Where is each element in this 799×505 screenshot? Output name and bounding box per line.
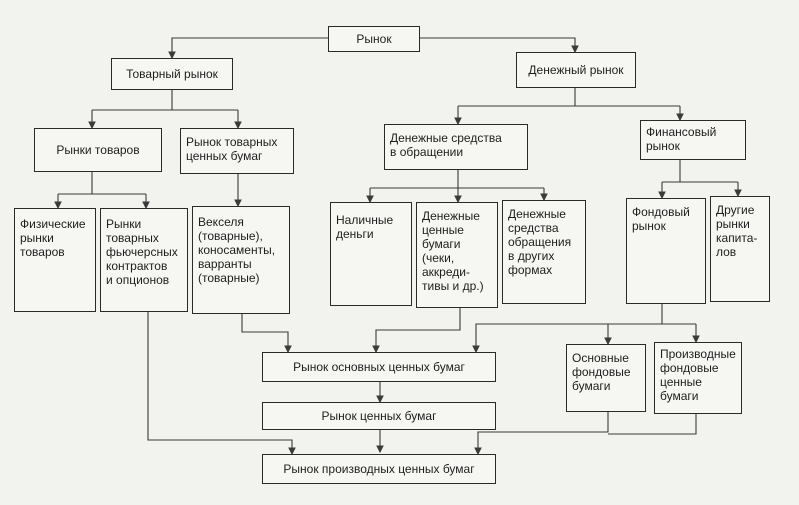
- connector-market-commodity: [168, 37, 328, 60]
- node-physical-goods-markets: Физические рынки товаров: [14, 208, 96, 312]
- connector-stock-to-primary: [472, 304, 663, 354]
- node-securities-market: Рынок ценных бумаг: [262, 402, 496, 430]
- node-goods-markets: Рынки товаров: [34, 128, 162, 172]
- connector-basic-to-derivative: [474, 412, 609, 456]
- node-other-money-forms: Денежные средства обращения в других фор…: [502, 200, 586, 304]
- node-market: Рынок: [328, 26, 420, 52]
- node-bills-warrants: Векселя (товарные), коносаменты, варрант…: [192, 206, 290, 314]
- node-commodity-market: Товарный рынок: [111, 58, 233, 90]
- node-financial-market: Финансовый рынок: [640, 120, 746, 160]
- node-derivative-securities-market: Рынок производных ценных бумаг: [262, 454, 496, 484]
- connector-market-money: [420, 37, 579, 54]
- node-stock-market: Фондовый рынок: [626, 198, 706, 304]
- node-commodity-securities-market: Рынок товарных ценных бумаг: [180, 128, 294, 174]
- node-other-capital-markets: Другие рынки капита- лов: [710, 196, 770, 302]
- node-futures-options-markets: Рынки товарных фьючерсных контрактов и о…: [100, 208, 188, 312]
- node-money-in-circulation: Денежные средства в обращении: [384, 124, 528, 170]
- connector-derivstock-to-derivative: [608, 414, 697, 435]
- connector-bills-to-primary: [241, 314, 292, 354]
- node-primary-securities-market: Рынок основных ценных бумаг: [262, 352, 496, 382]
- node-money-market: Денежный рынок: [516, 52, 636, 88]
- node-cash: Наличные деньги: [330, 202, 412, 306]
- node-money-securities: Денежные ценные бумаги (чеки, аккреди- т…: [416, 202, 498, 308]
- node-derivative-stock-securities: Производные фондовые ценные бумаги: [654, 342, 742, 414]
- connector-futures-to-derivative: [147, 312, 296, 456]
- node-basic-stock-securities: Основные фондовые бумаги: [566, 344, 646, 412]
- connector-moneysec-to-primary: [372, 308, 461, 354]
